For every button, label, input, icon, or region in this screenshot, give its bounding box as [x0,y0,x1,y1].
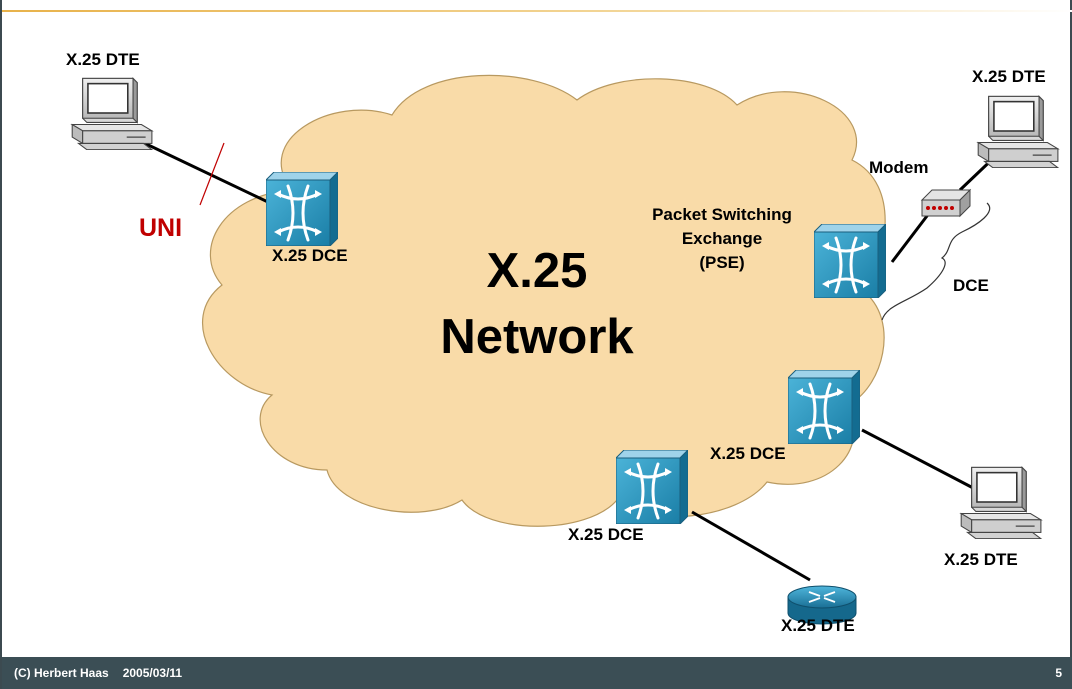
switch-icon-dce-left [266,172,338,246]
footer-credits: (C) Herbert Haas 2005/03/11 [14,666,196,680]
switch-icon-dce-bottom [616,450,688,524]
pse-label-line2: Exchange [681,229,763,248]
footer-author: (C) Herbert Haas [14,666,109,680]
dce-brace-label: DCE [953,276,989,295]
dce-brace [881,202,991,321]
switch-icon-pse [814,224,886,298]
network-title: X.25 Network [382,238,692,370]
link-dte-topleft-dce [141,140,271,205]
switch-icon-dce-right [788,370,860,444]
uni-label: UNI [139,214,183,242]
dte-router-label: X.25 DTE [781,616,855,635]
router-icon [787,585,857,625]
dte-top-left-label: X.25 DTE [66,50,140,69]
pse-label: Packet Switching Exchange (PSE) [632,203,812,275]
network-title-line2: Network [440,310,634,364]
dce-right-label: X.25 DCE [710,444,786,463]
dte-bottom-right-label: X.25 DTE [944,550,1018,569]
link-pse-modem [890,211,932,263]
footer-bar: (C) Herbert Haas 2005/03/11 5 [2,657,1072,689]
footer-date: 2005/03/11 [122,666,183,680]
pc-icon-top-left [71,77,153,150]
pse-label-line3: (PSE) [699,253,745,272]
link-dce-bottom-router [691,510,811,582]
pse-label-line1: Packet Switching [652,205,792,224]
dce-left-label: X.25 DCE [272,246,348,265]
top-accent-rule [2,10,1072,12]
pc-icon-bottom-right [960,466,1042,539]
link-dce-right-dte [861,428,978,492]
dce-bottom-label: X.25 DCE [568,525,644,544]
dte-top-right-label: X.25 DTE [972,67,1046,86]
uni-marker-line [199,142,225,206]
modem-icon [920,188,972,218]
network-title-line1: X.25 [486,244,588,298]
modem-label: Modem [869,158,929,177]
pc-icon-top-right [977,95,1059,168]
network-cloud [202,74,886,527]
footer-page-number: 5 [1055,666,1062,680]
